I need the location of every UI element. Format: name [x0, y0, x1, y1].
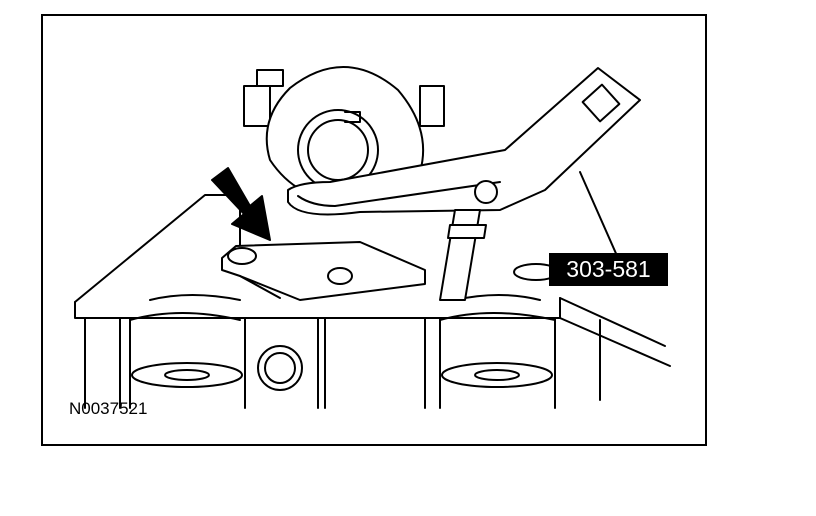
- bore-hole: [257, 345, 303, 391]
- camshaft-lobe: [265, 66, 425, 204]
- roller-follower: [221, 241, 426, 301]
- tool-number-label: 303-581: [549, 253, 668, 286]
- cylinder-head: [74, 194, 671, 409]
- tool-303-581: [287, 67, 641, 259]
- figure-id: N0037521: [69, 399, 148, 418]
- valve-stem: [439, 180, 498, 301]
- callout-arrow-icon: [211, 167, 271, 241]
